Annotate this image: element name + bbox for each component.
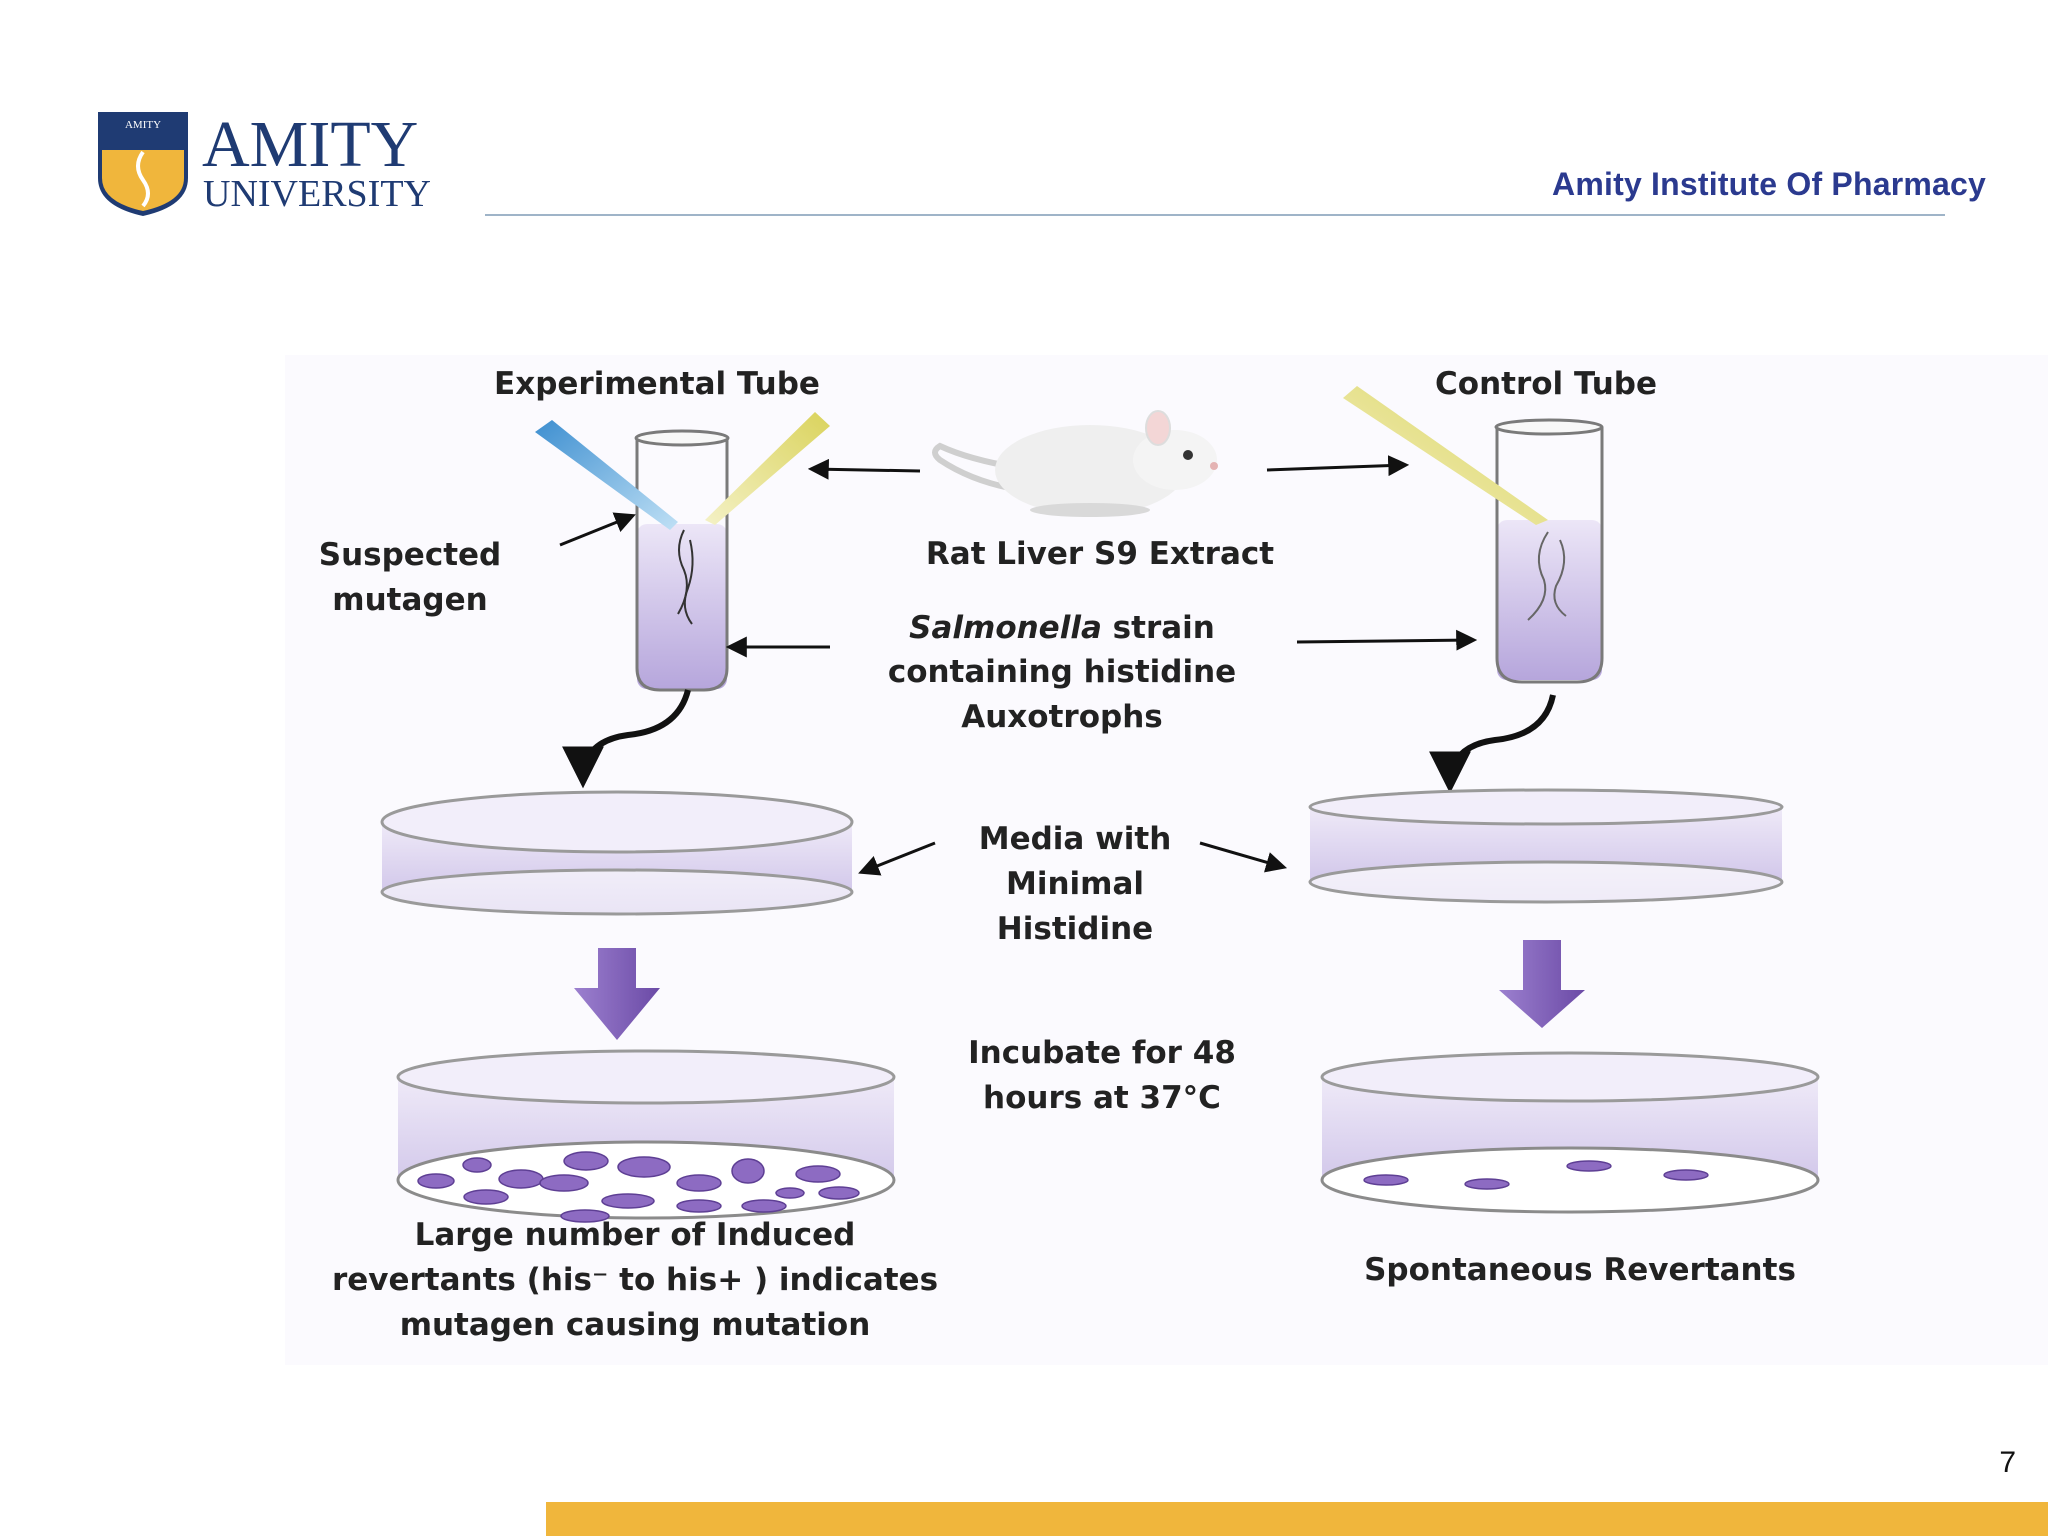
colony bbox=[676, 1199, 722, 1213]
amity-logo: AMITY AMITY UNIVERSITY bbox=[98, 108, 431, 216]
colonies-spontaneous bbox=[1363, 1160, 1709, 1190]
footer-accent-bar bbox=[546, 1502, 2048, 1536]
media-dish-control bbox=[1308, 788, 1784, 904]
colony bbox=[795, 1165, 841, 1183]
spontaneous-label: Spontaneous Revertants bbox=[1364, 1252, 1796, 1288]
rat-icon bbox=[932, 410, 1218, 517]
shield-text: AMITY bbox=[125, 119, 161, 131]
salmonella-strain: strain bbox=[1102, 610, 1215, 646]
suspected-mutagen-line2: mutagen bbox=[332, 582, 487, 618]
colony bbox=[563, 1151, 609, 1171]
control-test-tube bbox=[1494, 418, 1604, 684]
colony bbox=[1363, 1174, 1409, 1186]
arrow-icon bbox=[559, 455, 1478, 876]
salmonella-line1: Salmonella strain bbox=[909, 610, 1215, 646]
colonies-induced bbox=[417, 1151, 860, 1223]
media-line3: Histidine bbox=[997, 911, 1153, 947]
salmonella-line3: Auxotrophs bbox=[961, 699, 1162, 735]
colony bbox=[560, 1209, 610, 1223]
pipette-icon bbox=[705, 412, 830, 525]
salmonella-line2: containing histidine bbox=[888, 654, 1236, 690]
colony bbox=[601, 1193, 655, 1209]
rat-liver-label: Rat Liver S9 Extract bbox=[926, 536, 1274, 572]
colony bbox=[617, 1156, 671, 1178]
salmonella-italic: Salmonella bbox=[909, 610, 1102, 646]
colony bbox=[731, 1158, 765, 1184]
colony bbox=[539, 1174, 589, 1192]
media-line1: Media with bbox=[979, 821, 1172, 857]
colony bbox=[417, 1173, 455, 1189]
arrow-icon bbox=[574, 940, 1585, 1040]
colony bbox=[1464, 1178, 1510, 1190]
colony bbox=[463, 1189, 509, 1205]
amity-shield-icon: AMITY bbox=[98, 112, 188, 216]
pipette-icon bbox=[1343, 386, 1548, 525]
colony bbox=[462, 1157, 492, 1173]
induced-line1: Large number of Induced bbox=[415, 1217, 856, 1253]
colony bbox=[1566, 1160, 1612, 1172]
colony bbox=[498, 1169, 544, 1189]
spontaneous-revertants-dish bbox=[1320, 1051, 1820, 1214]
control-tube-title: Control Tube bbox=[1435, 366, 1657, 402]
colony bbox=[818, 1186, 860, 1200]
induced-line3: mutagen causing mutation bbox=[400, 1307, 871, 1343]
incubate-line1: Incubate for 48 bbox=[968, 1035, 1236, 1071]
media-line2: Minimal bbox=[1006, 866, 1144, 902]
pipette-icon bbox=[535, 420, 678, 530]
suspected-mutagen-line1: Suspected bbox=[319, 537, 501, 573]
media-dish-experimental bbox=[380, 790, 854, 916]
experimental-tube-title: Experimental Tube bbox=[494, 366, 820, 402]
logo-university: UNIVERSITY bbox=[203, 173, 431, 215]
experimental-test-tube bbox=[634, 429, 730, 692]
arrow-icon bbox=[562, 689, 1556, 794]
incubate-line2: hours at 37°C bbox=[983, 1080, 1221, 1116]
induced-line2: revertants (his⁻ to his+ ) indicates bbox=[332, 1262, 938, 1298]
colony bbox=[775, 1187, 805, 1199]
colony bbox=[676, 1174, 722, 1192]
page-number: 7 bbox=[1999, 1446, 2016, 1479]
colony bbox=[741, 1199, 787, 1213]
logo-amity: AMITY bbox=[202, 108, 418, 181]
colony bbox=[1663, 1169, 1709, 1181]
institute-name: Amity Institute Of Pharmacy bbox=[1552, 166, 1986, 202]
